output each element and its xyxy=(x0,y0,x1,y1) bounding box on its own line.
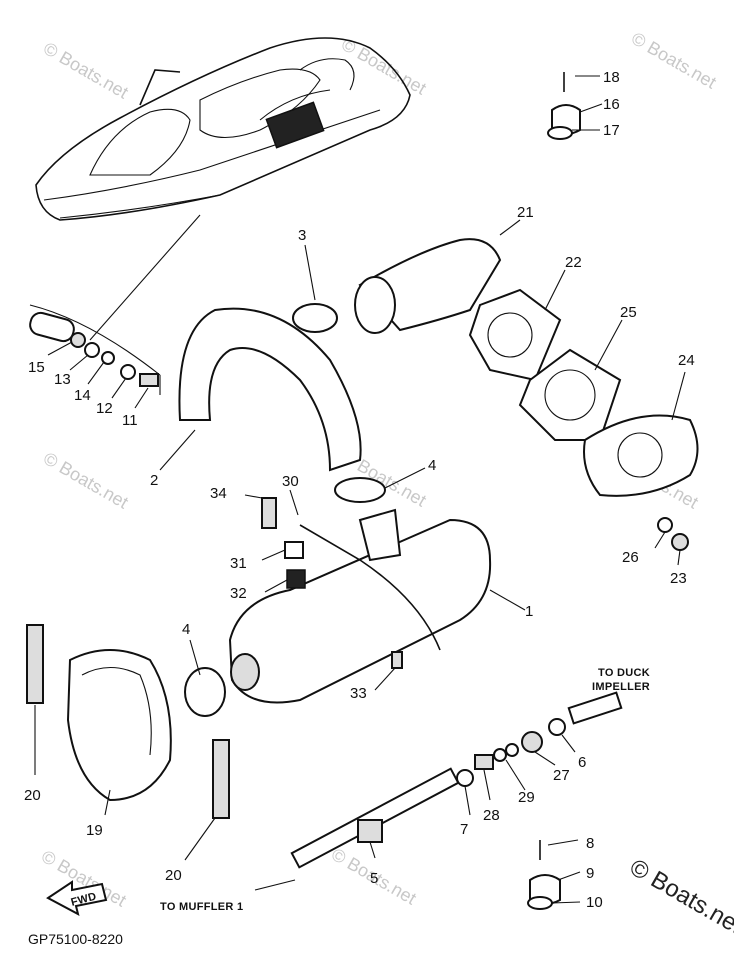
hull-section xyxy=(29,304,161,376)
personal-watercraft-icon xyxy=(35,37,411,221)
callout-8: 8 xyxy=(586,835,594,852)
leader-line xyxy=(89,214,201,341)
clip-17 xyxy=(547,126,573,140)
callout-5: 5 xyxy=(370,870,378,887)
bracket-31 xyxy=(284,541,304,559)
foam-strip-20 xyxy=(212,739,230,819)
clamp-6 xyxy=(548,718,566,736)
muffler-inlet xyxy=(358,508,402,562)
callout-16: 16 xyxy=(603,96,620,113)
nut xyxy=(84,342,100,358)
fitting-27 xyxy=(521,731,543,753)
callout-17: 17 xyxy=(603,122,620,139)
bolt xyxy=(139,373,159,387)
callout-18: 18 xyxy=(603,69,620,86)
callout-10: 10 xyxy=(586,894,603,911)
callout-7: 7 xyxy=(460,821,468,838)
bolt-34 xyxy=(261,497,277,529)
fitting xyxy=(70,332,86,348)
callout-32: 32 xyxy=(230,585,247,602)
callout-31: 31 xyxy=(230,555,247,572)
washer-29 xyxy=(493,748,507,762)
flange-hole xyxy=(617,432,663,478)
rubber-mount-32 xyxy=(286,569,306,589)
callout-27: 27 xyxy=(553,767,570,784)
callout-3: 3 xyxy=(298,227,306,244)
forward-arrow-icon: FWD xyxy=(46,880,108,916)
exhaust-pipe-2 xyxy=(178,307,362,472)
nut-23 xyxy=(671,533,689,551)
note-duck-line1: TO DUCK xyxy=(598,667,650,679)
callout-22: 22 xyxy=(565,254,582,271)
washer xyxy=(101,351,115,365)
note-to-muffler: TO MUFFLER 1 xyxy=(160,901,243,913)
clip-10 xyxy=(527,896,553,910)
callout-29: 29 xyxy=(518,789,535,806)
note-duck-line2: IMPELLER xyxy=(592,681,650,693)
callout-4: 4 xyxy=(428,457,436,474)
muffler-1 xyxy=(228,518,492,704)
callout-20-lower: 20 xyxy=(165,867,182,884)
water-hose xyxy=(290,767,460,869)
callout-30: 30 xyxy=(282,473,299,490)
plate-center xyxy=(544,369,596,421)
callout-23: 23 xyxy=(670,570,687,587)
elbow-outlet xyxy=(354,276,396,334)
watermark-text: © Boats.net xyxy=(40,38,132,102)
muffler-outlet xyxy=(230,653,260,691)
mounting-strap-30 xyxy=(299,524,441,651)
callout-12: 12 xyxy=(96,400,113,417)
callout-15: 15 xyxy=(28,359,45,376)
bolt-33 xyxy=(391,651,403,669)
gasket-hole xyxy=(487,312,533,358)
figure-code: GP75100-8220 xyxy=(28,931,123,947)
nipple-28 xyxy=(474,754,494,770)
nut-26 xyxy=(657,517,673,533)
watermark-text: © Boats.net xyxy=(628,28,720,92)
duck-hose xyxy=(567,691,623,725)
callout-14: 14 xyxy=(74,387,91,404)
exhaust-boot-19 xyxy=(66,649,172,802)
callout-33: 33 xyxy=(350,685,367,702)
callout-4-lower: 4 xyxy=(182,621,190,638)
callout-19: 19 xyxy=(86,822,103,839)
foam-strip-20 xyxy=(26,624,44,704)
callout-6: 6 xyxy=(578,754,586,771)
hose-clamp-3 xyxy=(292,303,338,333)
callout-24: 24 xyxy=(678,352,695,369)
callout-26: 26 xyxy=(622,549,639,566)
watermark-text: © Boats.net xyxy=(40,448,132,512)
hose-clamp-4 xyxy=(334,477,386,503)
callout-34: 34 xyxy=(210,485,227,502)
clamp-7 xyxy=(456,769,474,787)
callout-labels: 1 2 3 4 4 5 6 7 8 9 10 11 12 13 14 15 16… xyxy=(24,69,695,911)
hose-stub xyxy=(29,311,75,343)
callout-13: 13 xyxy=(54,371,71,388)
callout-1: 1 xyxy=(525,603,533,620)
callout-9: 9 xyxy=(586,865,594,882)
callout-2: 2 xyxy=(150,472,158,489)
watermark-text: © Boats.net xyxy=(625,854,734,940)
callout-25: 25 xyxy=(620,304,637,321)
joint-5 xyxy=(357,819,383,843)
callout-21: 21 xyxy=(517,204,534,221)
leader-lines xyxy=(34,75,686,904)
washer-29 xyxy=(505,743,519,757)
boot-inner xyxy=(81,666,152,756)
callout-11: 11 xyxy=(122,412,138,429)
callout-20: 20 xyxy=(24,787,41,804)
hose-clamp-4-lower xyxy=(184,667,226,717)
flange-24 xyxy=(583,414,699,497)
callout-28: 28 xyxy=(483,807,500,824)
washer xyxy=(120,364,136,380)
